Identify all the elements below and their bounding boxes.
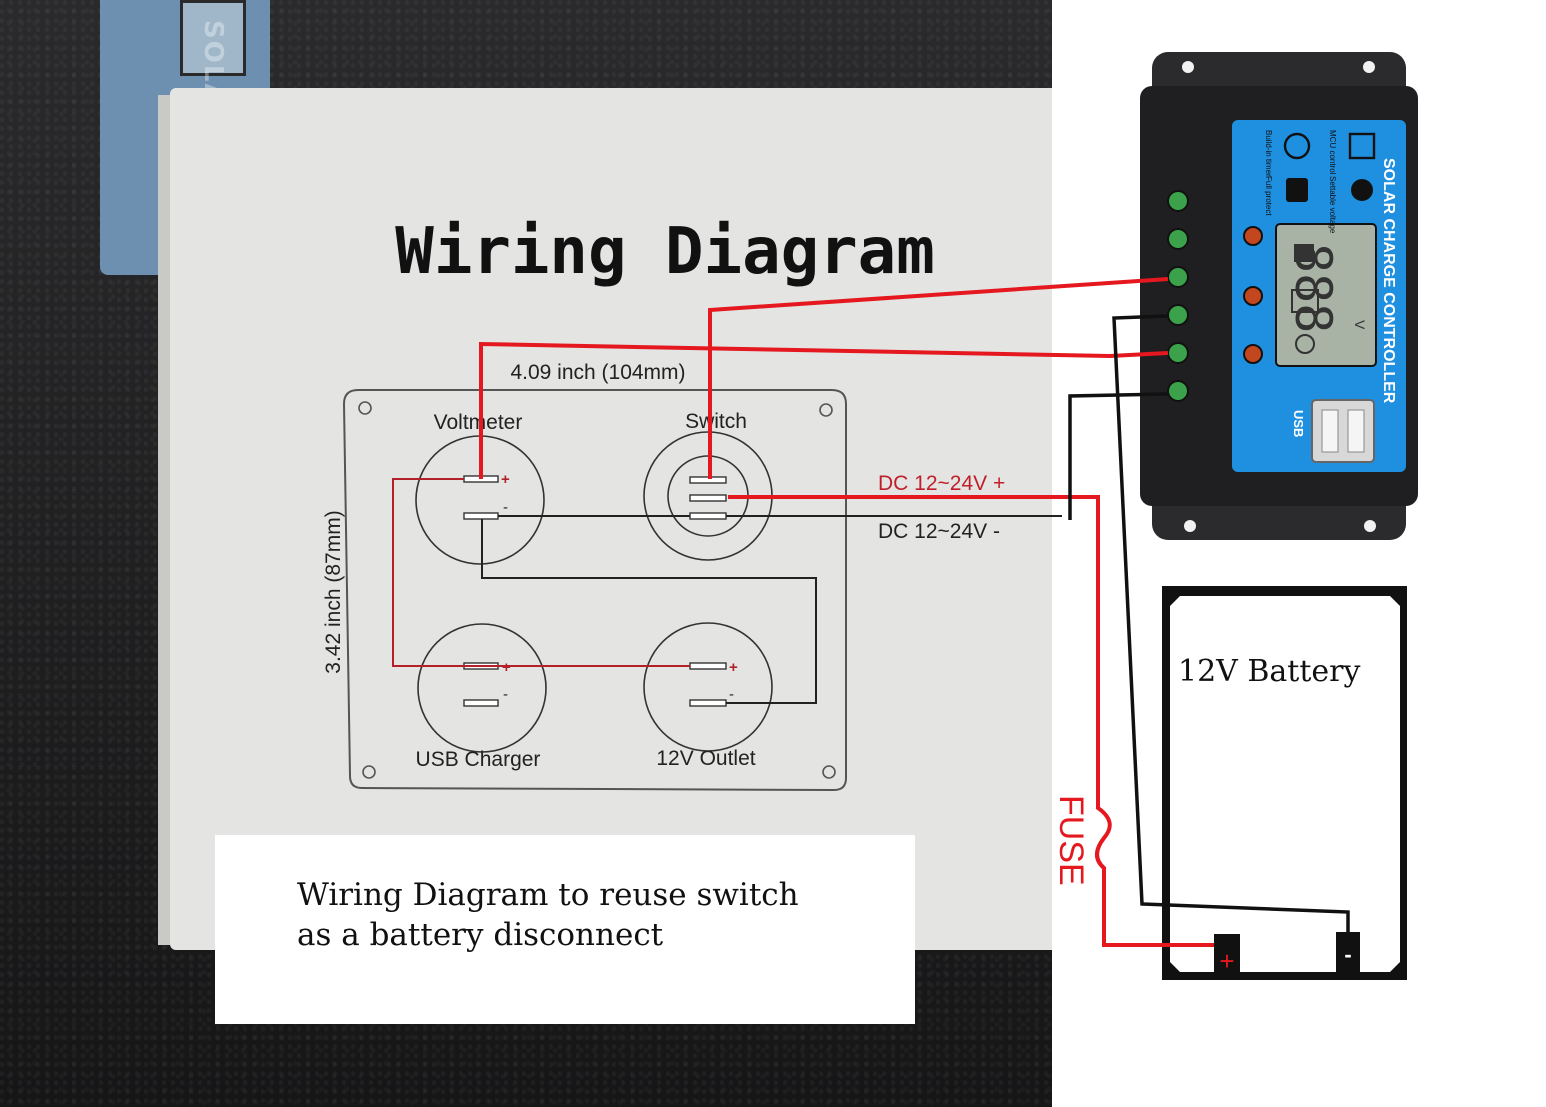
- outlet-socket: [643, 622, 773, 752]
- overlay-wires: [479, 277, 1350, 947]
- controller-title: SOLAR CHARGE CONTROLLER: [1380, 158, 1397, 404]
- controller-terminal: [1167, 228, 1189, 250]
- voltmeter-minus-sign: -: [503, 499, 508, 516]
- controller-terminal: [1167, 190, 1189, 212]
- panel-screw-hole: [358, 401, 372, 415]
- caption-box: Wiring Diagram to reuse switch as a batt…: [215, 835, 915, 1024]
- feature-settable-voltage: Settable voltage: [1328, 176, 1337, 234]
- outlet-label: 12V Outlet: [656, 747, 755, 770]
- outlet-minus-terminal: [689, 699, 727, 707]
- usb-charger-label: USB Charger: [416, 748, 541, 771]
- controller-mount-hole: [1184, 520, 1196, 532]
- outlet-plus-sign: +: [729, 659, 738, 676]
- battery-plus-sign: +: [1219, 946, 1234, 976]
- panel-screw-hole: [362, 765, 376, 779]
- lcd-unit: V: [1352, 320, 1368, 330]
- product-box-front: [170, 88, 1052, 950]
- switch-label: Switch: [685, 410, 747, 433]
- box-height-label: 3.42 inch (87mm): [322, 510, 345, 673]
- solar-charge-controller: 888 V SOLAR CHARGE CONTROLLER USB Build-…: [1140, 52, 1418, 540]
- outlet-plus-terminal: [689, 662, 727, 670]
- usb-minus-terminal: [463, 699, 499, 707]
- battery-face: [1170, 596, 1400, 972]
- switch-to-controller-wire: [708, 277, 1169, 479]
- controller-mount-hole: [1363, 61, 1375, 73]
- gear-icon: [1351, 179, 1373, 201]
- switch-terminal-middle: [689, 494, 727, 502]
- usb-minus-sign: -: [503, 686, 508, 703]
- lcd-solar-panel-icon: [1294, 244, 1314, 262]
- caption-text: Wiring Diagram to reuse switch as a batt…: [297, 875, 897, 955]
- panel-screw-hole: [822, 765, 836, 779]
- switch-terminal-bottom: [689, 512, 727, 520]
- usb-port: [1347, 409, 1365, 453]
- battery-minus-terminal: [1336, 932, 1360, 972]
- battery-label: 12V Battery: [1178, 654, 1361, 689]
- lcd-bulb-icon: [1295, 334, 1315, 354]
- controller-terminal: [1167, 266, 1189, 288]
- usb-port: [1321, 409, 1339, 453]
- controller-terminal: [1167, 342, 1189, 364]
- controller-terminal-strip: [1167, 190, 1189, 402]
- feature-full-protect: Full protect: [1264, 176, 1273, 216]
- mcu-icon: [1348, 132, 1376, 160]
- controller-button: [1243, 286, 1263, 306]
- load-negative-wire: [1068, 392, 1169, 520]
- controller-button: [1243, 344, 1263, 364]
- panel-screw-hole: [819, 403, 833, 417]
- dc-plus-label: DC 12~24V +: [878, 472, 1005, 495]
- photo-background: SOLAR CHA: [0, 0, 1052, 1107]
- lock-icon: [1286, 178, 1308, 202]
- outlet-minus-sign: -: [729, 686, 734, 703]
- battery-minus-sign: -: [1344, 942, 1351, 967]
- usb-charger-socket: [417, 623, 547, 753]
- switch-to-battery-fused-wire: [728, 495, 1214, 947]
- usb-mark: USB: [1291, 410, 1306, 437]
- caption-line-1: Wiring Diagram to reuse switch: [297, 877, 799, 913]
- controller-button: [1243, 226, 1263, 246]
- battery-negative-wire: [1112, 314, 1350, 932]
- feature-mcu-control: MCU control: [1328, 130, 1337, 175]
- controller-terminal: [1167, 380, 1189, 402]
- usb-plus-sign: +: [502, 659, 511, 676]
- dc-minus-label: DC 12~24V -: [878, 520, 1000, 543]
- controller-mount-hole: [1364, 520, 1376, 532]
- lcd-battery-icon: [1291, 289, 1319, 313]
- timer-icon: [1283, 132, 1311, 160]
- voltmeter-to-controller-wire: [479, 341, 1169, 479]
- feature-build-in-timer: Build-in timer: [1264, 130, 1273, 177]
- battery-plus-terminal: [1214, 934, 1240, 972]
- battery: + -: [1162, 586, 1407, 980]
- printed-negative-wire: [481, 519, 817, 704]
- controller-terminal: [1167, 304, 1189, 326]
- voltmeter-label: Voltmeter: [434, 411, 523, 434]
- box-width-label: 4.09 inch (104mm): [510, 361, 685, 384]
- voltmeter-plus-sign: +: [501, 471, 510, 488]
- controller-mount-hole: [1182, 61, 1194, 73]
- printed-positive-wire: [392, 478, 690, 667]
- controller-usb-ports: [1311, 399, 1375, 463]
- box-title: Wiring Diagram: [395, 215, 934, 289]
- background-controller-screen: [180, 0, 246, 76]
- caption-line-2: as a battery disconnect: [297, 917, 664, 953]
- fuse-label: FUSE: [1052, 795, 1090, 886]
- voltmeter-minus-terminal: [463, 512, 499, 520]
- switch-panel-outline: [342, 389, 847, 792]
